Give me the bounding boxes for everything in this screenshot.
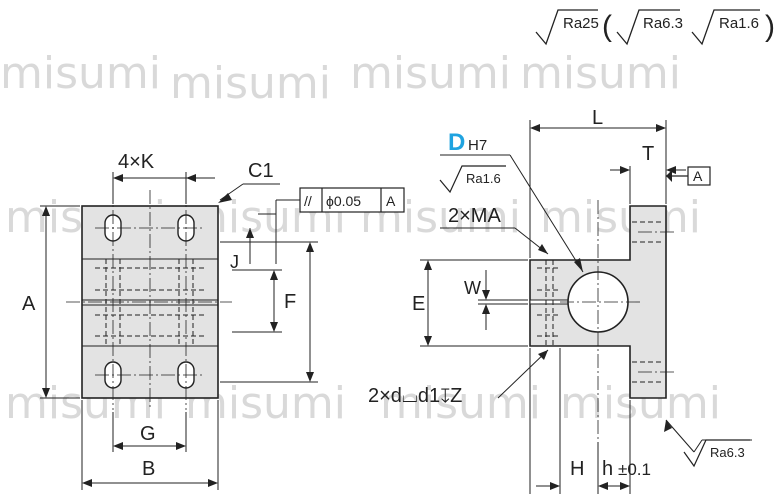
front-dimensions	[40, 172, 318, 490]
watermark: misumi	[350, 48, 511, 99]
finish-general: Ra25	[563, 15, 599, 32]
side-arrowheads	[424, 124, 676, 490]
dim-counterbore-label: 2×d⌴d1↧Z	[368, 385, 462, 407]
tolerance-value: ϕ0.05	[326, 193, 361, 209]
dim-l-label: L	[592, 107, 603, 129]
surface-finish-legend	[535, 9, 760, 46]
side-dimensions	[420, 120, 752, 494]
finish-open-paren: (	[602, 10, 612, 43]
dim-d-label: D	[448, 129, 465, 156]
front-arrowheads	[42, 174, 314, 487]
finish-alt1: Ra6.3	[643, 15, 683, 32]
finish-symbol-icon	[616, 9, 680, 46]
dim-w-label: W	[464, 278, 481, 298]
dim-g-label: G	[140, 423, 156, 445]
finish-symbol-icon	[683, 439, 750, 468]
dim-a-label: A	[22, 293, 36, 315]
dim-e-label: E	[412, 293, 425, 315]
finish-close-paren: )	[765, 10, 775, 43]
dim-ma-label: 2×MA	[448, 205, 501, 227]
watermark: misumi	[380, 378, 541, 429]
side-view	[529, 200, 674, 440]
dim-j-label: J	[230, 252, 239, 272]
watermark: misumi	[520, 48, 681, 99]
bore-finish-label: Ra1.6	[466, 171, 501, 186]
front-view	[66, 188, 232, 410]
dim-4k-label: 4×K	[118, 151, 155, 173]
dim-f-label: F	[284, 291, 296, 313]
watermark: misumi	[170, 58, 331, 109]
datum-marker: A	[666, 166, 711, 186]
tolerance-frame: // ϕ0.05 A	[299, 187, 405, 213]
tolerance-datum: A	[386, 193, 396, 209]
finish-alt2: Ra1.6	[719, 15, 759, 32]
dim-h-label: H	[570, 458, 584, 480]
finish-symbol-icon	[691, 9, 760, 46]
dim-b-label: B	[142, 458, 155, 480]
finish-symbol-icon	[535, 9, 598, 46]
dim-h-tol-label: ±0.1	[618, 460, 651, 479]
dim-c1-label: C1	[248, 160, 274, 182]
dim-h-small-label: h	[602, 458, 613, 480]
tolerance-type: //	[304, 193, 312, 209]
base-finish-label: Ra6.3	[710, 445, 745, 460]
dim-t-label: T	[642, 143, 654, 165]
watermark: misumi	[0, 48, 161, 99]
finish-symbol-icon	[439, 165, 506, 194]
datum-a-label: A	[693, 168, 703, 184]
bore-fit-label: H7	[468, 137, 487, 154]
base-finish-symbol	[683, 439, 750, 468]
watermark: misumi	[540, 192, 701, 243]
bore-finish-symbol	[439, 165, 506, 194]
